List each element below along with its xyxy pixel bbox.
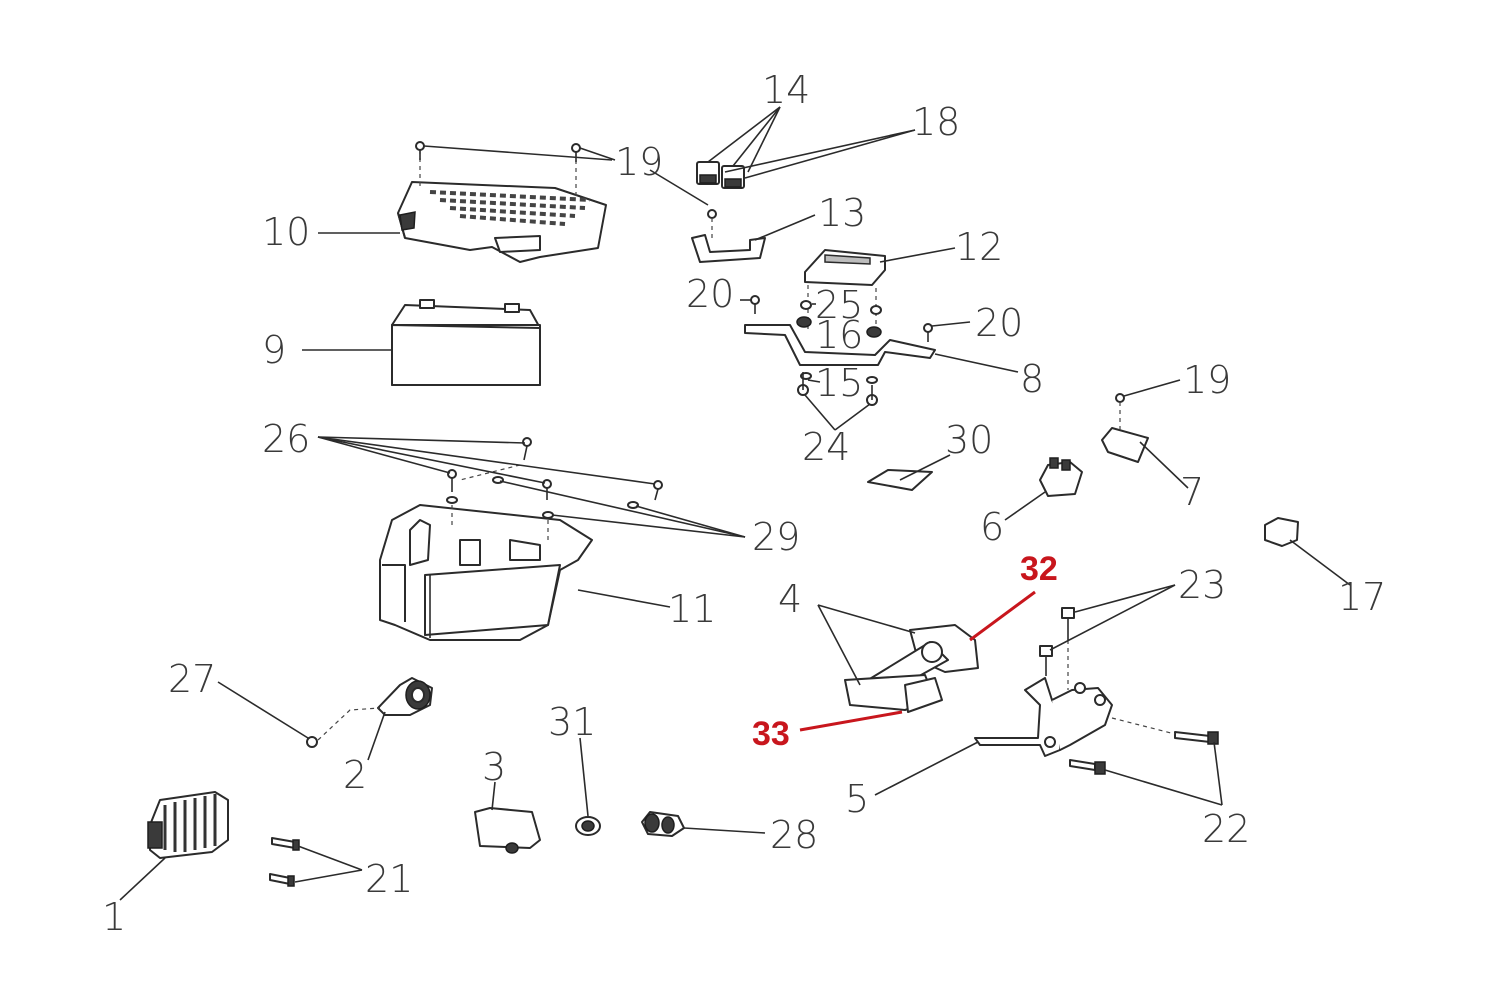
part-10-battery-cover	[397, 181, 607, 263]
label-29: 29	[752, 515, 800, 559]
label-17: 17	[1338, 575, 1386, 619]
leader-33	[799, 710, 903, 732]
part-2-horn	[377, 677, 433, 716]
washers-29	[446, 476, 639, 519]
part-11-battery-tray	[379, 504, 593, 641]
part-6-relay	[1039, 457, 1083, 497]
label-20-left: 20	[686, 272, 734, 316]
label-22: 22	[1202, 807, 1250, 851]
label-25: 25	[815, 283, 863, 327]
part-8-mount-plate	[744, 324, 936, 366]
bolts-22	[1069, 717, 1219, 775]
part-3-switch	[474, 807, 541, 854]
label-7: 7	[1180, 470, 1204, 514]
part-7-clip	[1101, 393, 1149, 463]
label-32: 32	[1020, 550, 1058, 588]
label-1: 1	[102, 895, 126, 939]
part-1-regulator	[147, 791, 229, 859]
label-15: 15	[815, 361, 863, 405]
label-28: 28	[770, 813, 818, 857]
part-28-fuse-holder	[641, 811, 685, 837]
dash-11-c	[459, 464, 521, 481]
screw-19-b	[571, 143, 581, 162]
part-17-block	[1264, 517, 1299, 547]
label-30: 30	[945, 418, 993, 462]
label-33: 33	[752, 715, 790, 753]
label-27: 27	[168, 657, 216, 701]
label-11: 11	[668, 587, 716, 631]
label-19-right: 19	[1183, 358, 1231, 402]
part-14-connectors	[696, 161, 745, 189]
label-31: 31	[548, 700, 596, 744]
label-24: 24	[802, 425, 850, 469]
label-23: 23	[1178, 563, 1226, 607]
screw-27	[306, 707, 381, 748]
label-9: 9	[262, 328, 286, 372]
label-3: 3	[482, 745, 506, 789]
label-19-top: 19	[615, 140, 663, 184]
label-10: 10	[262, 210, 310, 254]
label-4: 4	[778, 577, 802, 621]
label-20-right: 20	[975, 301, 1023, 345]
label-18: 18	[912, 100, 960, 144]
leader-32	[969, 590, 1036, 642]
label-12: 12	[955, 225, 1003, 269]
label-13: 13	[818, 191, 866, 235]
screw-19-a	[415, 141, 425, 160]
label-14: 14	[762, 68, 810, 112]
leader-lines	[119, 106, 1351, 901]
label-6: 6	[980, 505, 1004, 549]
part-5-bracket	[974, 677, 1113, 757]
screws-26	[447, 437, 663, 501]
part-13-bracket	[691, 209, 766, 263]
label-16: 16	[815, 313, 863, 357]
screws-24	[797, 372, 878, 406]
part-9-battery	[391, 299, 541, 386]
bolts-23	[1039, 607, 1075, 690]
label-2: 2	[343, 753, 367, 797]
label-5: 5	[845, 777, 869, 821]
label-26: 26	[262, 417, 310, 461]
washers-25-16-15	[796, 300, 882, 384]
part-31-grommet	[575, 816, 601, 836]
label-21: 21	[365, 857, 413, 901]
part-4-shaft-assembly	[844, 624, 979, 713]
screws-21	[269, 837, 300, 887]
part-12-module	[804, 249, 886, 286]
label-8: 8	[1020, 357, 1044, 401]
